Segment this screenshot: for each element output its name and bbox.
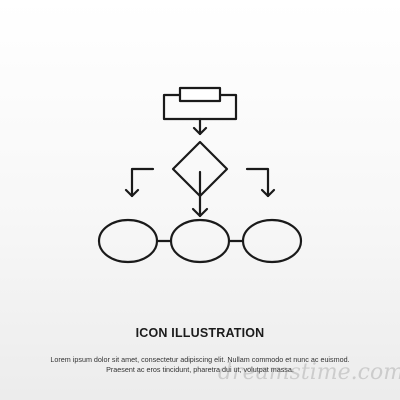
description-line-1: Lorem ipsum dolor sit amet, consectetur … (50, 355, 350, 364)
flowchart-icon (97, 86, 303, 264)
terminal-ellipse-left (97, 218, 159, 264)
arrow-head-left (124, 188, 140, 198)
arrow-head-right (260, 188, 276, 198)
terminal-ellipse-center (169, 218, 231, 264)
connector-left (130, 167, 155, 198)
description-line-2: Praesent ac eros tincidunt, pharetra dui… (106, 364, 294, 374)
connector-right (245, 167, 270, 198)
terminal-ellipse-right (241, 218, 303, 264)
arrow-head-top (192, 126, 208, 136)
description-text: Lorem ipsum dolor sit amet, consectetur … (30, 355, 370, 374)
arrow-head-center (191, 207, 209, 218)
title-text: ICON ILLUSTRATION (135, 326, 265, 340)
process-box-inner (178, 86, 222, 103)
